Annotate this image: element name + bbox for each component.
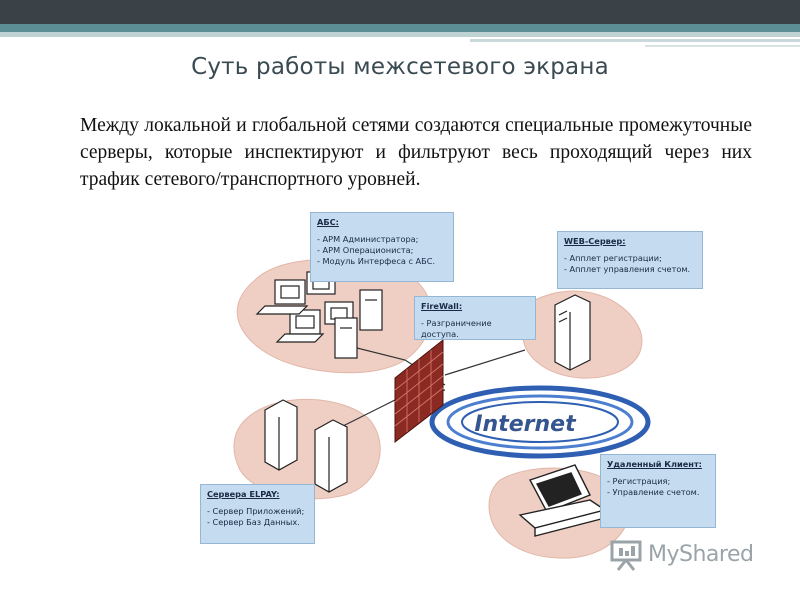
network-diagram: Internet [233, 258, 651, 559]
callout-abs-item: - АРМ Администратора; [317, 234, 419, 244]
slide-body-text: Между локальной и глобальной сетями созд… [80, 115, 752, 190]
callout-abs-title: АБС: [317, 217, 339, 227]
callout-abs-item: - АРМ Операциониста; [317, 245, 414, 255]
remote-client-computer-icon [518, 464, 607, 537]
internet-ring-inner [446, 394, 634, 450]
firewall-wall-icon [394, 338, 444, 444]
callout-web-server: WEB-Сервер: - Апплет регистрации; - Аппл… [557, 231, 703, 289]
callout-elpay-title: Сервера ELPAY: [207, 489, 280, 499]
slide-title: Суть работы межсетевого экрана [191, 54, 609, 80]
internet-ring-outer [429, 385, 651, 459]
callout-remote-client-item: - Регистрация; [607, 476, 671, 486]
myshared-watermark: MyShared [610, 538, 770, 574]
callout-remote-client-title: Удаленный Клиент: [607, 459, 702, 469]
callout-firewall-title: FireWall: [421, 301, 463, 311]
top-band-teal [0, 24, 800, 32]
callout-elpay-item: - Сервер Баз Данных. [207, 517, 300, 527]
top-band-line [470, 39, 800, 42]
callout-web-server-item: - Апплет управления счетом. [564, 264, 691, 274]
callout-abs-item: - Модуль Интерфеса с АБС. [317, 256, 436, 266]
callout-elpay-item: - Сервер Приложений; [207, 506, 305, 516]
internet-ring-core [461, 401, 619, 443]
callout-web-server-item: - Апплет регистрации; [564, 253, 662, 263]
callout-remote-client-item: - Управление счетом. [607, 487, 700, 497]
callout-web-server-title: WEB-Сервер: [564, 236, 626, 246]
internet-label: Internet [474, 412, 577, 437]
top-band-line-short [645, 45, 800, 47]
top-band-light [0, 32, 800, 37]
callout-abs: АБС: - АРМ Администратора; - АРМ Операци… [310, 212, 454, 282]
elpay-servers-icon [264, 399, 348, 493]
callout-firewall: FireWall: - Разграничение доступа. [414, 296, 536, 340]
callout-elpay: Сервера ELPAY: - Сервер Приложений; - Се… [200, 484, 315, 544]
callout-firewall-item: - Разграничение доступа. [421, 318, 492, 339]
callout-remote-client: Удаленный Клиент: - Регистрация; - Управ… [600, 454, 716, 528]
abs-workstations-icon [255, 271, 383, 359]
network-line-web [444, 349, 526, 376]
presentation-board-icon [610, 540, 642, 571]
watermark-text: MyShared [648, 542, 754, 567]
web-server-icon [554, 294, 591, 371]
top-band-dark [0, 0, 800, 24]
